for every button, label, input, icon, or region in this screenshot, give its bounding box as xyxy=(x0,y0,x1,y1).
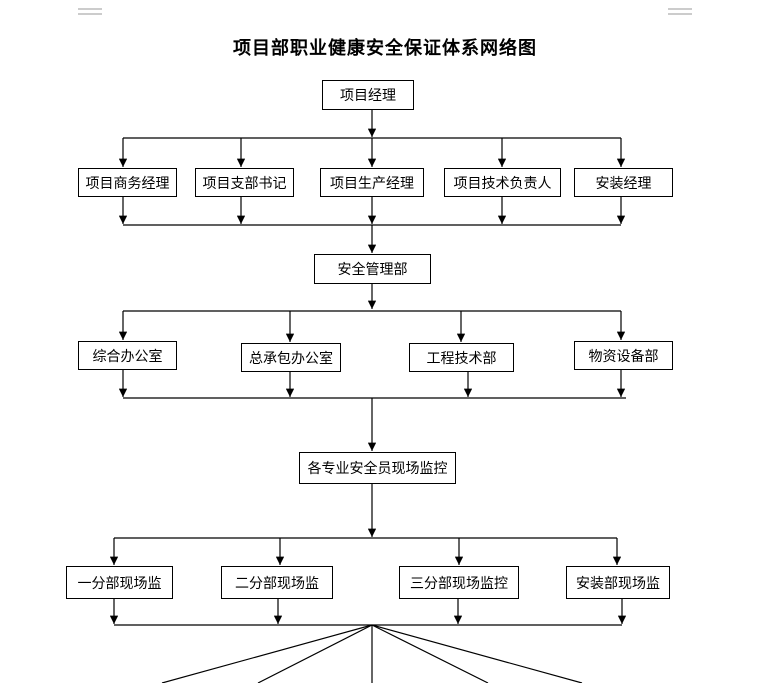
node-division-2: 二分部现场监 xyxy=(221,566,333,599)
diagram-title: 项目部职业健康安全保证体系网络图 xyxy=(233,38,537,59)
node-materials-equipment: 物资设备部 xyxy=(574,341,673,370)
node-engineering-tech: 工程技术部 xyxy=(409,343,514,372)
node-division-3: 三分部现场监控 xyxy=(399,566,519,599)
page-margin-mark-right xyxy=(668,8,692,15)
node-site-safety-monitoring: 各专业安全员现场监控 xyxy=(299,452,456,484)
node-gc-office: 总承包办公室 xyxy=(241,343,341,372)
page-margin-mark-left xyxy=(78,8,102,15)
node-installation-manager: 安装经理 xyxy=(574,168,673,197)
node-production-manager: 项目生产经理 xyxy=(320,168,424,197)
node-commerce-manager: 项目商务经理 xyxy=(78,168,177,197)
node-division-1: 一分部现场监 xyxy=(66,566,173,599)
node-general-office: 综合办公室 xyxy=(78,341,177,370)
node-installation-division: 安装部现场监 xyxy=(566,566,670,599)
node-technical-lead: 项目技术负责人 xyxy=(444,168,561,197)
node-safety-department: 安全管理部 xyxy=(314,254,431,284)
node-project-manager: 项目经理 xyxy=(322,80,414,110)
node-party-secretary: 项目支部书记 xyxy=(195,168,294,197)
